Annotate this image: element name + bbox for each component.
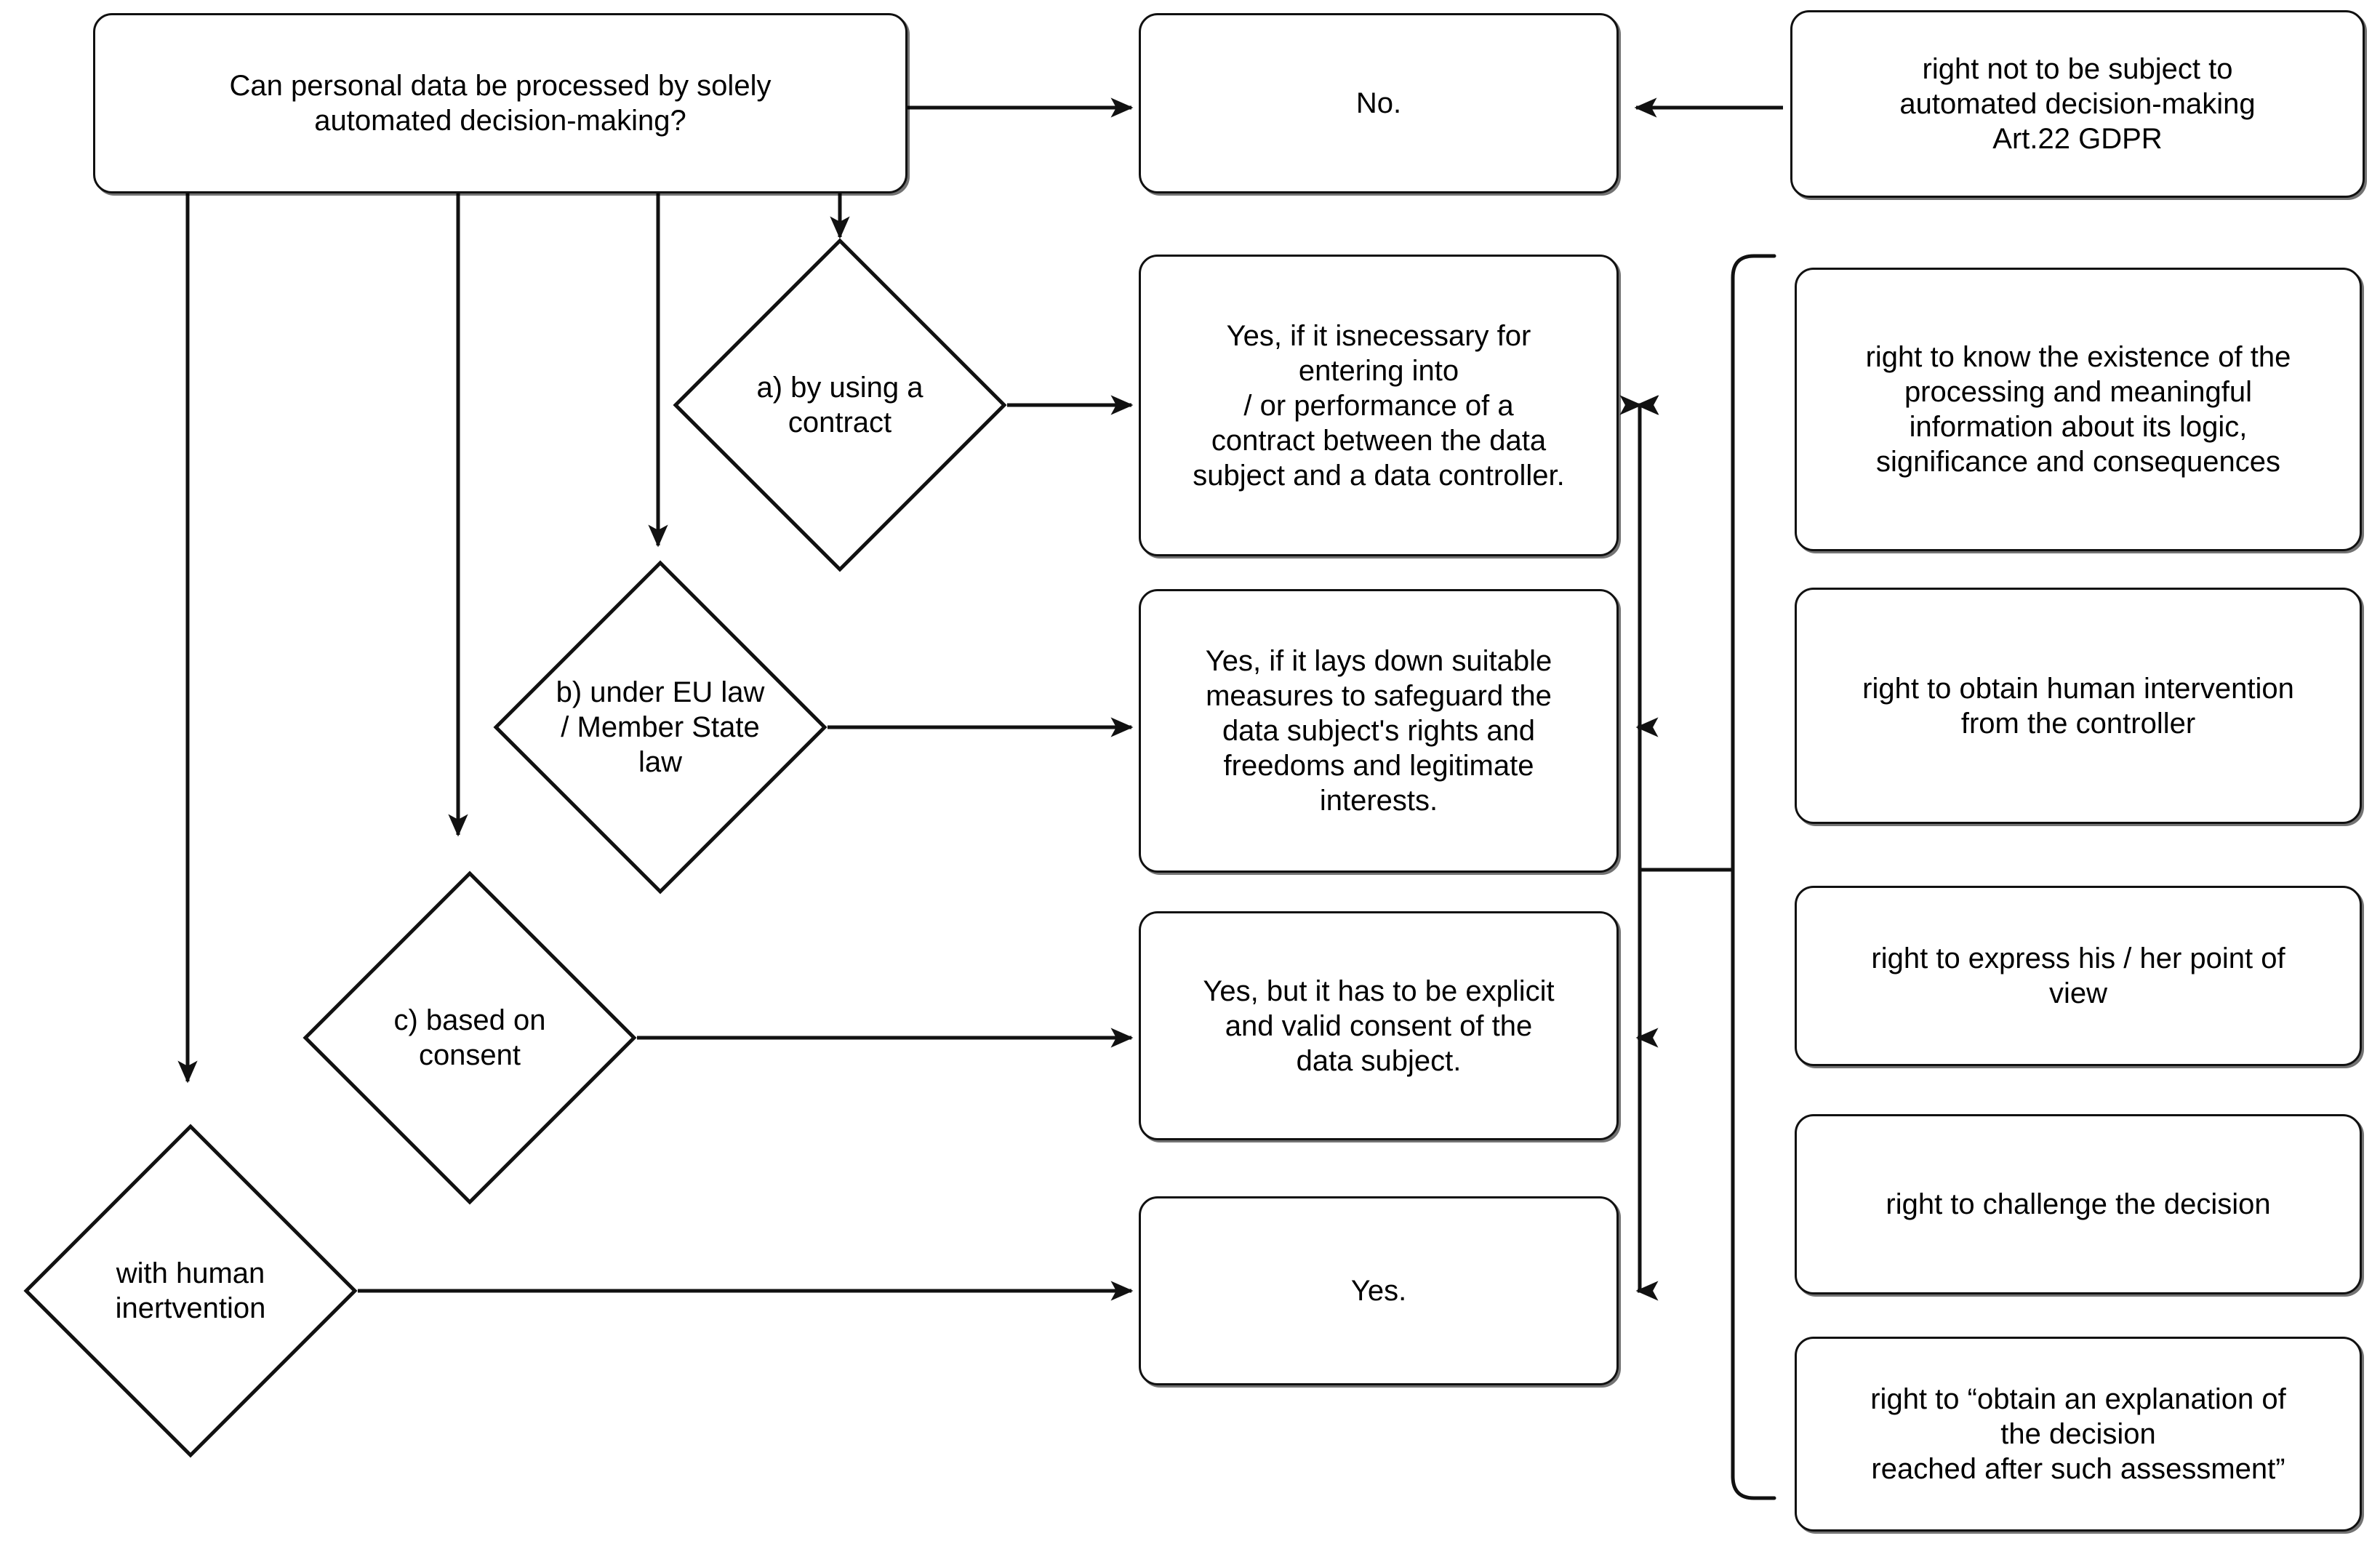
right-label-know-existence: right to know the existence of the proce… (1865, 341, 2291, 478)
outcome-a-box[interactable]: Yes, if it isnecessary for entering into… (1139, 255, 1619, 556)
branch-a-label: a) by using a contract (756, 372, 923, 439)
outcome-yes-label: Yes. (1350, 1275, 1407, 1307)
branch-b-diamond[interactable]: b) under EU law / Member State law (493, 560, 828, 894)
branch-b-label: b) under EU law / Member State law (556, 676, 765, 778)
answer-no-box[interactable]: No. (1139, 13, 1619, 193)
right-label-human-intervention: right to obtain human intervention from … (1862, 672, 2294, 740)
outcome-c-box[interactable]: Yes, but it has to be explicit and valid… (1139, 911, 1619, 1140)
outcome-yes-box[interactable]: Yes. (1139, 1196, 1619, 1385)
branch-human-diamond[interactable]: with human inertvention (23, 1124, 358, 1458)
answer-no-label: No. (1355, 87, 1402, 119)
diamond-shape-b (493, 560, 828, 894)
right-label-obtain-explanation: right to “obtain an explanation of the d… (1870, 1383, 2286, 1485)
right-label-express-point-of-view: right to express his / her point of view (1871, 942, 2285, 1009)
branch-c-diamond[interactable]: c) based on consent (302, 870, 637, 1205)
diamond-shape-c (302, 870, 637, 1205)
outcome-c-label: Yes, but it has to be explicit and valid… (1203, 974, 1555, 1077)
right-box-obtain-explanation[interactable]: right to “obtain an explanation of the d… (1795, 1337, 2362, 1532)
right-label-challenge-decision: right to challenge the decision (1886, 1188, 2271, 1220)
outcome-b-label: Yes, if it lays down suitable measures t… (1205, 645, 1552, 817)
art22-right-box[interactable]: right not to be subject to automated dec… (1790, 10, 2365, 198)
question-box-label: Can personal data be processed by solely… (229, 70, 772, 137)
right-box-human-intervention[interactable]: right to obtain human intervention from … (1795, 588, 2362, 824)
outcome-b-box[interactable]: Yes, if it lays down suitable measures t… (1139, 589, 1619, 873)
diamond-shape-a (673, 238, 1007, 572)
rights-bracket (1731, 254, 1776, 1500)
right-box-express-point-of-view[interactable]: right to express his / her point of view (1795, 886, 2362, 1066)
art22-right-label: right not to be subject to automated dec… (1899, 53, 2256, 155)
diamond-shape-human (23, 1124, 358, 1458)
question-box[interactable]: Can personal data be processed by solely… (93, 13, 907, 193)
right-box-challenge-decision[interactable]: right to challenge the decision (1795, 1114, 2362, 1294)
branch-human-label: with human inertvention (115, 1257, 266, 1324)
right-box-know-existence[interactable]: right to know the existence of the proce… (1795, 268, 2362, 551)
outcome-a-label: Yes, if it isnecessary for entering into… (1193, 319, 1565, 492)
branch-c-label: c) based on consent (393, 1004, 546, 1071)
branch-a-diamond[interactable]: a) by using a contract (673, 238, 1007, 572)
